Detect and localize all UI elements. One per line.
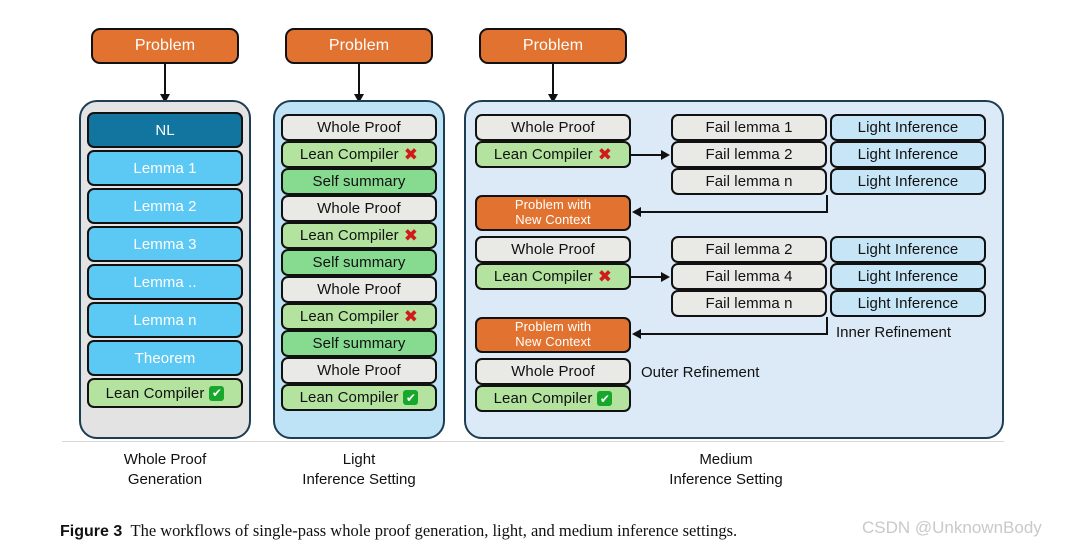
lean-compiler-label: Lean Compiler [299,389,399,406]
arrow-head-col2 [353,94,364,103]
step-lemma-n: Lemma n [87,302,243,338]
lean-compiler-label: Lean Compiler [299,308,399,325]
c3-r2-light-inference-2: Light Inference [830,263,986,290]
step-lemma-1: Lemma 1 [87,150,243,186]
c2-step-whole-proof-1: Whole Proof [281,114,437,141]
figure-caption: Figure 3 The workflows of single-pass wh… [60,521,1010,541]
fail-cross-icon: ✖ [403,145,419,164]
arrow-head-col3 [547,94,558,103]
connector-g2-arrow-head [661,271,670,282]
return-path-2-horizontal [641,333,828,335]
connector-g1-arrow-head [661,149,670,160]
c3-r2-light-inference-1: Light Inference [830,236,986,263]
problem-box-col2: Problem [285,28,433,64]
new-context-line2: New Context [515,212,591,227]
c3-r2-fail-lemma-1: Fail lemma 2 [671,236,827,263]
c3-g1-whole-proof: Whole Proof [475,114,631,141]
problem-box-col1: Problem [91,28,239,64]
connector-g2-to-faillemma [631,275,662,278]
figure-caption-text: The workflows of single-pass whole proof… [130,521,738,540]
pass-check-icon: ✔ [209,385,225,401]
c2-step-lean-compiler-3: Lean Compiler ✖ [281,303,437,330]
new-context-line2: New Context [515,334,591,349]
c2-step-self-summary-1: Self summary [281,168,437,195]
c3-r2-fail-lemma-n: Fail lemma n [671,290,827,317]
caption-divider [62,441,1004,442]
c2-step-whole-proof-2: Whole Proof [281,195,437,222]
step-lean-compiler-col1: Lean Compiler ✔ [87,378,243,408]
c2-step-self-summary-2: Self summary [281,249,437,276]
c3-r1-fail-lemma-2: Fail lemma 2 [671,141,827,168]
c3-g3-problem-new-context: Problem with New Context [475,317,631,353]
c3-r1-fail-lemma-1: Fail lemma 1 [671,114,827,141]
c2-step-lean-compiler-4: Lean Compiler ✔ [281,384,437,411]
return-path-1-vertical [826,195,828,213]
problem-box-col3: Problem [479,28,627,64]
lean-compiler-label: Lean Compiler [299,227,399,244]
return-path-2-vertical [826,317,828,335]
column-caption-medium-inference-setting: Medium Inference Setting [669,451,783,489]
c3-g2-whole-proof: Whole Proof [475,236,631,263]
lean-compiler-label: Lean Compiler [493,268,593,285]
c3-r2-fail-lemma-2: Fail lemma 4 [671,263,827,290]
step-nl: NL [87,112,243,148]
c3-r2-light-inference-3: Light Inference [830,290,986,317]
pass-check-icon: ✔ [597,391,613,406]
column-caption-whole-proof-generation: Whole Proof Generation [123,451,207,489]
c3-r1-fail-lemma-n: Fail lemma n [671,168,827,195]
c3-g2-lean-compiler: Lean Compiler ✖ [475,263,631,290]
c3-g2-problem-new-context: Problem with New Context [475,195,631,231]
outer-refinement-label: Outer Refinement [641,364,760,381]
pass-check-icon: ✔ [403,390,419,405]
new-context-line1: Problem with [514,197,592,213]
return-path-2-arrow-head [632,329,641,339]
fail-cross-icon: ✖ [597,267,613,286]
column-caption-light-inference-setting: Light Inference Setting [302,451,416,489]
return-path-1-arrow-head [632,207,641,217]
c2-step-lean-compiler-2: Lean Compiler ✖ [281,222,437,249]
connector-g1-to-faillemma [631,153,662,156]
c2-step-lean-compiler-1: Lean Compiler ✖ [281,141,437,168]
return-path-1-horizontal [641,211,828,213]
step-lemma-2: Lemma 2 [87,188,243,224]
new-context-line1: Problem with [514,319,592,335]
lean-compiler-label: Lean Compiler [105,384,205,402]
c3-r1-light-inference-1: Light Inference [830,114,986,141]
inner-refinement-label: Inner Refinement [836,324,952,341]
c3-g1-lean-compiler: Lean Compiler ✖ [475,141,631,168]
arrow-head-col1 [159,94,170,103]
c2-step-self-summary-3: Self summary [281,330,437,357]
c2-step-whole-proof-4: Whole Proof [281,357,437,384]
c2-step-whole-proof-3: Whole Proof [281,276,437,303]
arrow-line-col2 [358,64,360,96]
step-theorem: Theorem [87,340,243,376]
lean-compiler-label: Lean Compiler [493,146,593,163]
c3-g3-lean-compiler: Lean Compiler ✔ [475,385,631,412]
fail-cross-icon: ✖ [403,307,419,326]
lean-compiler-label: Lean Compiler [299,146,399,163]
step-lemma-dots: Lemma .. [87,264,243,300]
fail-cross-icon: ✖ [403,226,419,245]
step-lemma-3: Lemma 3 [87,226,243,262]
lean-compiler-label: Lean Compiler [493,390,593,407]
c3-r1-light-inference-3: Light Inference [830,168,986,195]
c3-g3-whole-proof: Whole Proof [475,358,631,385]
arrow-line-col1 [164,64,166,96]
figure-caption-label: Figure 3 [60,523,123,540]
fail-cross-icon: ✖ [597,145,613,164]
c3-r1-light-inference-2: Light Inference [830,141,986,168]
arrow-line-col3 [552,64,554,96]
